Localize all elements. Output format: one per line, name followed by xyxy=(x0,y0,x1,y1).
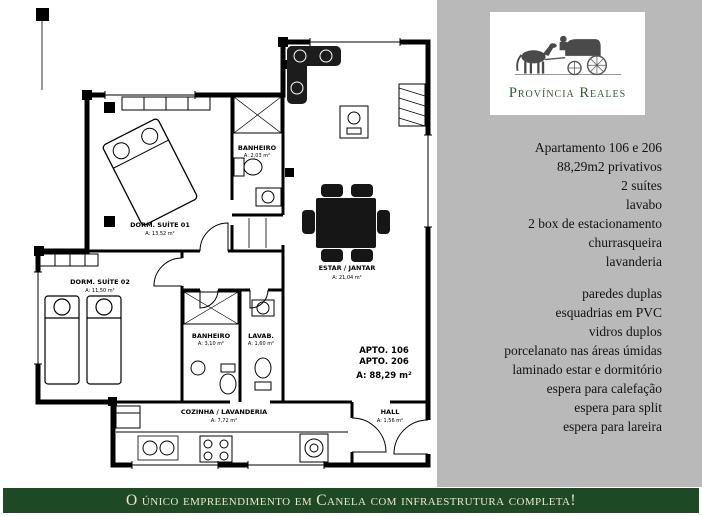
tv-rack-icon xyxy=(398,83,426,127)
room-labels: DORM. SUÍTE 01 A: 13,52 m² BANHEIRO A: 2… xyxy=(70,144,403,424)
dining-table-icon xyxy=(302,184,390,262)
room-area: A: 1,60 m² xyxy=(248,341,274,347)
feature-line: laminado estar e dormitório xyxy=(512,362,662,377)
single-beds-icon xyxy=(44,295,122,385)
detail-line: lavanderia xyxy=(605,254,662,269)
room-area: A: 7,72 m² xyxy=(211,418,237,424)
detail-line: 2 suítes xyxy=(621,178,662,193)
shower-icon xyxy=(183,291,239,325)
room-area: A: 1,56 m² xyxy=(377,418,403,424)
info-sidebar: Província Reales Apartamento 106 e 206 8… xyxy=(437,0,702,487)
room-label: LAVAB. xyxy=(248,332,274,340)
sink-icon xyxy=(251,299,275,317)
closet-icon xyxy=(121,96,211,111)
floorplan-drawing: DORM. SUÍTE 01 A: 13,52 m² BANHEIRO A: 2… xyxy=(34,8,432,469)
room-area: A: 3,10 m² xyxy=(198,341,224,347)
apartment-details: Apartamento 106 e 206 88,29m2 privativos… xyxy=(528,138,662,271)
logo: Província Reales xyxy=(490,12,645,115)
room-label: DORM. SUÍTE 01 xyxy=(130,220,190,229)
detail-line: churrasqueira xyxy=(588,235,662,250)
double-bed-icon xyxy=(102,118,198,226)
toilet-icon xyxy=(254,357,272,391)
feature-line: espera para calefação xyxy=(546,381,662,396)
detail-line: lavabo xyxy=(626,197,662,212)
detail-line: 2 box de estacionamento xyxy=(528,216,662,231)
apartment-features: paredes duplas esquadrias em PVC vidros … xyxy=(504,284,662,436)
detail-line: Apartamento 106 e 206 xyxy=(534,140,662,155)
room-label: DORM. SUÍTE 02 xyxy=(70,277,130,286)
toilet-icon xyxy=(219,363,237,395)
bottom-banner: O único empreendimento em Canela com inf… xyxy=(3,488,699,513)
feature-line: porcelanato nas áreas úmidas xyxy=(504,343,662,358)
room-label: BANHEIRO xyxy=(192,332,231,340)
room-area: A: 2,03 m² xyxy=(244,153,270,159)
door-arcs xyxy=(153,222,429,455)
closet-lines xyxy=(248,218,267,248)
shower-icon xyxy=(233,96,282,134)
brand-name: Província Reales xyxy=(508,85,627,102)
room-label: ESTAR / JANTAR xyxy=(319,264,376,272)
room-label: BANHEIRO xyxy=(238,144,277,152)
kitchen-counter-icon xyxy=(116,431,348,461)
closet-icon xyxy=(39,253,99,267)
unit-number-2: APTO. 206 xyxy=(359,357,409,367)
stove-icon xyxy=(199,435,233,463)
feature-line: espera para split xyxy=(574,400,662,415)
feature-line: paredes duplas xyxy=(582,286,662,301)
banner-text: O único empreendimento em Canela com inf… xyxy=(126,491,576,509)
feature-line: espera para lareira xyxy=(563,419,662,434)
horse-carriage-icon xyxy=(514,36,621,76)
detail-line: 88,29m2 privativos xyxy=(557,159,662,174)
unit-total-area: A: 88,29 m² xyxy=(356,371,412,381)
sink-icon xyxy=(190,360,206,376)
room-area: A: 11,50 m² xyxy=(85,288,114,294)
room-area: A: 13,52 m² xyxy=(145,231,174,237)
grill-icon xyxy=(339,105,369,139)
room-label: HALL xyxy=(381,408,400,416)
fridge-icon xyxy=(115,405,141,429)
toilet-icon xyxy=(233,157,263,177)
room-area: A: 21,04 m² xyxy=(332,275,361,281)
feature-line: esquadrias em PVC xyxy=(555,305,662,320)
washer-icon xyxy=(299,433,329,463)
windows xyxy=(34,38,432,469)
unit-number-1: APTO. 106 xyxy=(359,346,409,356)
room-label: COZINHA / LAVANDERIA xyxy=(181,408,267,416)
feature-line: vidros duplos xyxy=(588,324,662,339)
unit-label: APTO. 106 APTO. 206 A: 88,29 m² xyxy=(356,346,412,381)
sink-icon xyxy=(255,187,282,207)
sofa-icon xyxy=(287,46,341,104)
floorplan: DORM. SUÍTE 01 A: 13,52 m² BANHEIRO A: 2… xyxy=(34,8,432,469)
